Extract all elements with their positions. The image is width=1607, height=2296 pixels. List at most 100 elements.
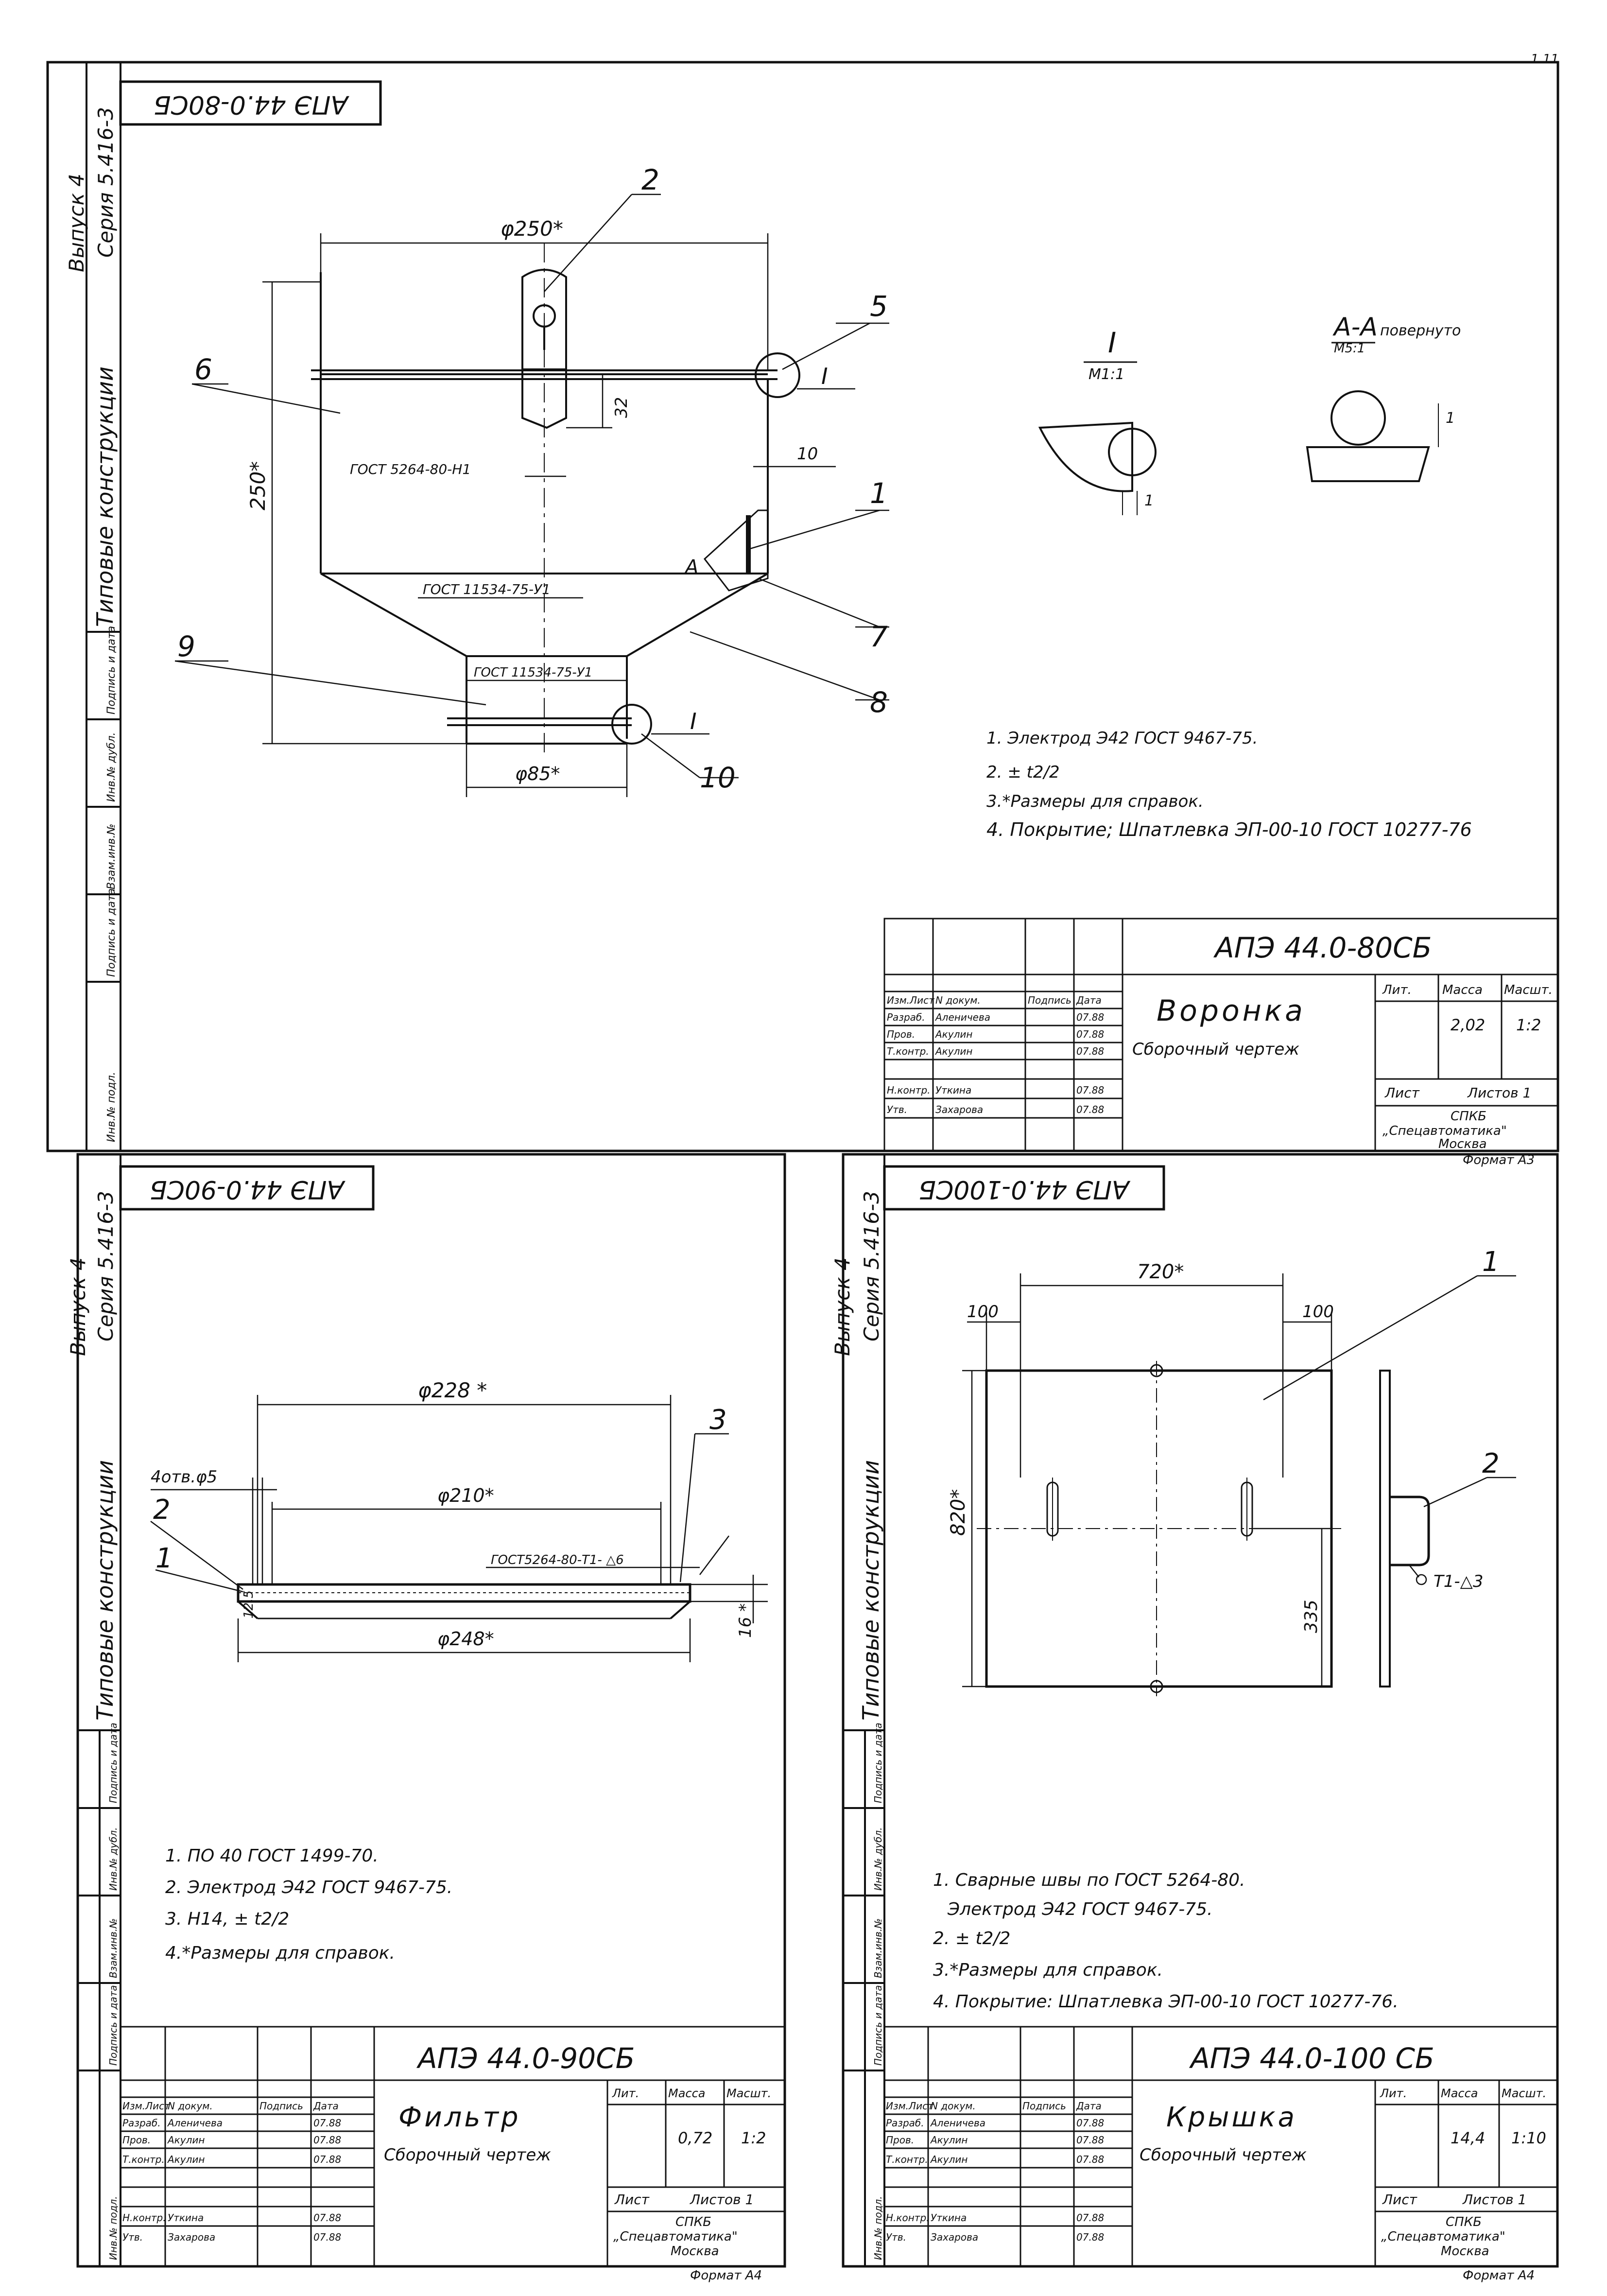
funnel-leader-6: 6 [194, 353, 212, 386]
filter-dim-248: φ248* [437, 1628, 494, 1650]
cover-designation: АПЭ 44.0-100 СБ [1189, 2042, 1434, 2075]
svg-text:Дата: Дата [1076, 994, 1102, 1006]
svg-text:Уткина: Уткина [168, 2212, 204, 2224]
funnel-roles: Изм.Лист N докум. Подпись Дата Разраб. А… [887, 994, 1104, 1115]
cover-scale: 1:10 [1511, 2129, 1546, 2147]
filter-dims [150, 1395, 768, 1662]
svg-text:Акулин: Акулин [934, 1045, 972, 1057]
filter-sheet-label: Лист [614, 2192, 650, 2208]
svg-text:Аленичева: Аленичева [934, 1011, 990, 1023]
svg-text:07.88: 07.88 [313, 2154, 341, 2165]
cover-org-1: СПКБ [1446, 2215, 1482, 2229]
funnel-weld-ref-1: ГОСТ 5264-80-Н1 [350, 461, 471, 477]
svg-text:Т.контр.: Т.контр. [886, 2154, 928, 2165]
svg-text:Разраб.: Разраб. [122, 2117, 161, 2129]
funnel-dim-10: 10 [797, 444, 818, 464]
filter-mass: 0,72 [678, 2129, 712, 2147]
funnel-mass: 2,02 [1451, 1016, 1485, 1034]
filter-note-4: 4.*Размеры для справок. [165, 1943, 395, 1963]
funnel-bind-5: Подпись и дата [105, 626, 118, 714]
page-number: 1 11 [1531, 52, 1559, 67]
filter-weld-ref: ГОСТ5264-80-Т1- △6 [491, 1553, 624, 1567]
funnel-leader-9: 9 [177, 630, 195, 663]
cover-bind-5: Подпись и дата [872, 1722, 884, 1803]
svg-text:Уткина: Уткина [935, 1084, 971, 1096]
funnel-series: Серия 5.416-3 [94, 107, 118, 258]
cover-doc-type: Сборочный чертеж [1140, 2145, 1307, 2165]
cover-format: Формат А4 [1463, 2268, 1535, 2283]
filter-sheets-label: Листов 1 [690, 2192, 754, 2208]
svg-text:07.88: 07.88 [313, 2231, 341, 2243]
svg-text:07.88: 07.88 [1076, 2117, 1104, 2129]
funnel-weld-ref-2: ГОСТ 11534-75-У1 [423, 581, 551, 597]
svg-text:Изм.Лист: Изм.Лист [886, 2100, 934, 2112]
funnel-dims [174, 193, 889, 797]
filter-head-masshtab: Масшт. [726, 2087, 771, 2100]
svg-text:повернуто: повернуто [1380, 322, 1461, 339]
cover-dim-720: 720* [1137, 1261, 1184, 1283]
filter-sheet: АПЭ 44.0-90СБ Выпуск 4 Серия 5.416-3 Тип… [66, 1154, 786, 2283]
cover-code-stamp: АПЭ 44.0-100СБ [918, 1175, 1130, 1204]
filter-dim-228: φ228 * [418, 1378, 487, 1402]
funnel-sheets-label: Листов 1 [1467, 1085, 1531, 1101]
cover-title-block [883, 2026, 1558, 2267]
filter-leader-3: 3 [709, 1404, 727, 1436]
funnel-callout-I-1: I [821, 363, 828, 389]
svg-text:Акулин: Акулин [167, 2134, 205, 2146]
cover-note-5: 4. Покрытие: Шпатлевка ЭП-00-10 ГОСТ 102… [933, 1992, 1399, 2012]
funnel-note-2: 2. ± t2/2 [986, 763, 1060, 782]
funnel-note-3: 3.*Размеры для справок. [986, 792, 1204, 811]
filter-dim-16: 16 * [736, 1603, 755, 1638]
svg-text:Аленичева: Аленичева [930, 2117, 985, 2129]
funnel-dim-bottom: φ85* [515, 763, 560, 784]
funnel-body [311, 243, 800, 758]
filter-code-stamp: АПЭ 44.0-90СБ [150, 1175, 346, 1204]
filter-dim-12-5: 12,5 [242, 1590, 256, 1618]
svg-text:Акулин: Акулин [934, 1028, 972, 1040]
funnel-scale: 1:2 [1516, 1016, 1541, 1034]
svg-text:Дата: Дата [313, 2100, 339, 2112]
cover-vypusk: Выпуск 4 [830, 1257, 854, 1356]
funnel-designation: АПЭ 44.0-80СБ [1213, 931, 1432, 964]
funnel-format: Формат А3 [1463, 1153, 1535, 1167]
funnel-sheet-label: Лист [1384, 1085, 1420, 1101]
funnel-leader-10: 10 [700, 761, 736, 794]
filter-bind-4: Инв.№ дубл. [107, 1827, 119, 1891]
svg-text:А-А: А-А [1332, 313, 1378, 342]
svg-text:07.88: 07.88 [1076, 1045, 1104, 1057]
filter-vypusk: Выпуск 4 [66, 1257, 90, 1356]
cover-note-2: Электрод Э42 ГОСТ 9467-75. [947, 1899, 1212, 1919]
funnel-weld-ref-3: ГОСТ 11534-75-У1 [474, 665, 592, 680]
svg-text:Утв.: Утв. [887, 1104, 907, 1115]
svg-text:Акулин: Акулин [930, 2134, 968, 2146]
funnel-callout-I-2: I [690, 708, 697, 734]
funnel-leader-8: 8 [870, 686, 888, 719]
filter-title-block [120, 2026, 786, 2267]
svg-text:07.88: 07.88 [1076, 1084, 1104, 1096]
svg-text:Пров.: Пров. [122, 2134, 151, 2146]
svg-text:Подпись: Подпись [259, 2100, 303, 2112]
cover-sheet-label: Лист [1382, 2192, 1417, 2208]
cover-body [977, 1361, 1430, 1696]
cover-head-masshtab: Масшт. [1502, 2087, 1546, 2100]
cover-bind-3: Взам.инв.№ [872, 1918, 884, 1978]
svg-text:Утв.: Утв. [886, 2231, 906, 2243]
filter-doc-type: Сборочный чертеж [384, 2145, 551, 2165]
funnel-leader-4: 2 [641, 163, 659, 196]
svg-text:N докум.: N докум. [931, 2100, 976, 2112]
svg-text:Захарова: Захарова [168, 2231, 215, 2243]
cover-note-1: 1. Сварные швы по ГОСТ 5264-80. [933, 1870, 1245, 1890]
filter-head-massa: Масса [668, 2087, 706, 2100]
svg-text:Пров.: Пров. [886, 2134, 914, 2146]
cover-leader-2: 2 [1482, 1448, 1500, 1479]
funnel-bind-2: Подпись и дата [105, 888, 118, 977]
filter-org-2: „Спецавтоматика" [613, 2229, 738, 2244]
filter-head-lit: Лит. [612, 2087, 639, 2100]
cover-weld-ref: Т1-△3 [1434, 1572, 1483, 1591]
svg-text:Т.контр.: Т.контр. [122, 2154, 165, 2165]
svg-text:Акулин: Акулин [167, 2154, 205, 2165]
svg-text:М5:1: М5:1 [1334, 341, 1365, 356]
cover-dims [962, 1273, 1516, 1687]
svg-text:07.88: 07.88 [1076, 1028, 1104, 1040]
